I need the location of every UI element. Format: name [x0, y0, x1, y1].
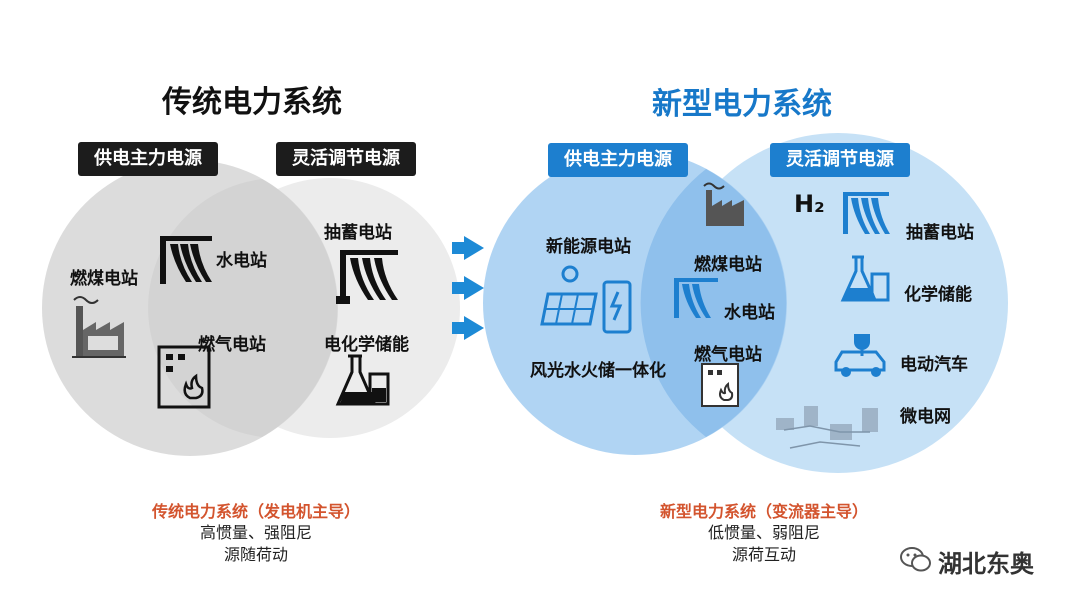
new-tag-flex: 灵活调节电源	[770, 143, 910, 177]
arrow-right-icon	[452, 316, 484, 340]
watermark-text: 湖北东奥	[938, 550, 1034, 578]
trad-gas-label: 燃气电站	[198, 335, 266, 355]
trad-battery-label: 电化学储能	[324, 335, 409, 355]
new-hydro-label: 水电站	[724, 303, 775, 323]
microgrid-icon	[770, 398, 890, 458]
new-ev-label: 电动汽车	[900, 355, 968, 375]
gas-plant-icon	[156, 344, 212, 410]
trad-overlap	[148, 179, 338, 437]
solar-battery-icon	[540, 260, 636, 338]
trad-caption-head: 传统电力系统（发电机主导）	[151, 502, 360, 521]
pumped-storage-icon	[336, 244, 402, 306]
new-gas-label: 燃气电站	[694, 345, 762, 365]
electric-car-icon	[830, 320, 892, 382]
trad-title: 传统电力系统	[162, 85, 342, 120]
new-tag-main: 供电主力电源	[548, 143, 688, 177]
integrated-label: 风光水火储一体化	[530, 361, 666, 381]
arrow-right-icon	[452, 236, 484, 260]
arrow-right-icon	[452, 276, 484, 300]
new-microgrid-label: 微电网	[900, 407, 951, 427]
gas-plant-icon	[700, 362, 740, 408]
trad-caption-line-2: 源随荷动	[223, 545, 288, 564]
new-coal-label: 燃煤电站	[694, 255, 762, 275]
trad-caption: 传统电力系统（发电机主导） 高惯量、强阻尼 源随荷动	[106, 498, 406, 566]
coal-plant-icon	[700, 180, 748, 230]
new-caption-line-2: 源荷互动	[731, 545, 796, 564]
coal-plant-icon	[68, 294, 128, 362]
new-title: 新型电力系统	[652, 87, 832, 122]
new-caption-line-1: 低惯量、弱阻尼	[707, 523, 820, 542]
trad-pumped-label: 抽蓄电站	[324, 223, 392, 243]
hydro-dam-icon	[158, 230, 216, 288]
pumped-storage-icon	[840, 188, 892, 238]
new-chem-label: 化学储能	[904, 285, 972, 305]
new-energy-label: 新能源电站	[546, 237, 631, 257]
wechat-icon	[900, 546, 932, 574]
trad-hydro-label: 水电站	[216, 251, 267, 271]
hydro-dam-icon	[672, 274, 720, 322]
new-overlap	[640, 169, 787, 437]
trad-tag-main: 供电主力电源	[78, 142, 218, 176]
flask-icon	[840, 254, 892, 304]
trad-tag-flex: 灵活调节电源	[276, 142, 416, 176]
new-caption-head: 新型电力系统（变流器主导）	[659, 502, 868, 521]
h2-label: H₂	[794, 190, 825, 218]
new-pumped-label: 抽蓄电站	[906, 223, 974, 243]
flask-icon	[334, 352, 394, 410]
trad-coal-label: 燃煤电站	[70, 269, 138, 289]
new-caption: 新型电力系统（变流器主导） 低惯量、弱阻尼 源荷互动	[614, 498, 914, 566]
trad-caption-line-1: 高惯量、强阻尼	[199, 523, 312, 542]
